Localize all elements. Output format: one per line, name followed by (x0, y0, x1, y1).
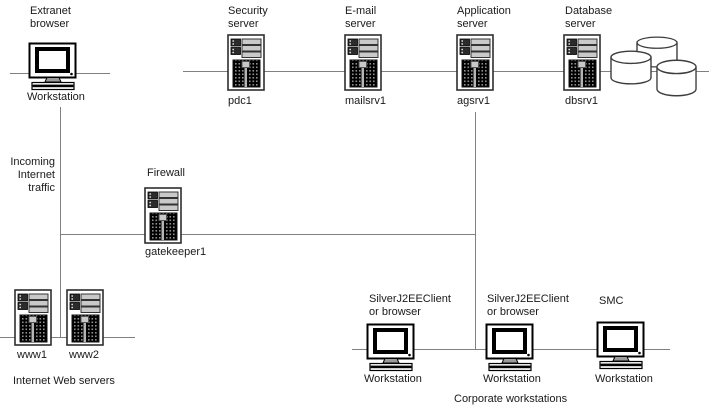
extranet-browser-label: Extranet browser (30, 5, 71, 30)
silverj2ee-client-label: SilverJ2EEClient or browser (369, 293, 451, 318)
mailsrv1-hostname: mailsrv1 (345, 95, 386, 107)
database-server-label: Database server (565, 5, 613, 30)
crt-monitor-icon (366, 323, 416, 372)
server-tower-icon (456, 34, 494, 91)
gatekeeper1-hostname: gatekeeper1 (145, 246, 207, 258)
silverj2ee-client-label: SilverJ2EEClient or browser (487, 293, 569, 318)
server-tower-icon (66, 289, 104, 346)
firewall-label: Firewall (147, 167, 185, 179)
workstation-caption: Workstation (27, 91, 85, 103)
security-server-label: Security server (228, 5, 268, 30)
email-server-label: E-mail server (345, 5, 377, 30)
link-extranet-vertical (60, 107, 61, 338)
corporate-workstations-label: Corporate workstations (454, 393, 568, 405)
server-tower-icon (14, 289, 52, 346)
server-tower-icon (144, 187, 182, 244)
database-cylinder-icon (610, 50, 652, 85)
server-tower-icon (227, 34, 265, 91)
workstation-caption: Workstation (595, 373, 653, 385)
www2-hostname: www2 (69, 349, 99, 361)
crt-monitor-icon (485, 323, 535, 372)
workstation-caption: Workstation (483, 373, 541, 385)
crt-monitor-icon (596, 321, 646, 370)
server-tower-icon (563, 34, 601, 91)
pdc1-hostname: pdc1 (228, 95, 252, 107)
server-tower-icon (344, 34, 382, 91)
link-agsrv1-vertical (475, 112, 476, 350)
internet-web-servers-label: Internet Web servers (13, 375, 115, 387)
link-top-bus (183, 71, 709, 72)
smc-label: SMC (599, 295, 624, 307)
agsrv1-hostname: agsrv1 (457, 95, 491, 107)
incoming-internet-traffic-label: Incoming Internet traffic (10, 156, 55, 194)
www1-hostname: www1 (17, 349, 47, 361)
workstation-caption: Workstation (364, 373, 422, 385)
link-firewall-bus (60, 234, 476, 235)
database-cylinder-icon (656, 59, 697, 97)
application-server-label: Application server (457, 5, 511, 30)
dbsrv1-hostname: dbsrv1 (565, 95, 599, 107)
crt-monitor-icon (28, 42, 78, 91)
